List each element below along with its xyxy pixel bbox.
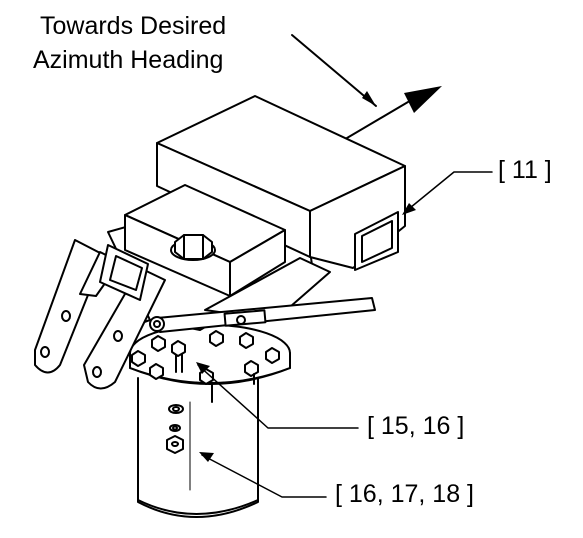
callout-part-11: [ 11 ] (498, 156, 552, 184)
actuator-rod (149, 297, 376, 333)
circular-flange (129, 324, 291, 403)
callout-parts-16-17-18: [ 16, 17, 18 ] (335, 480, 474, 508)
top-hex-bolt (170, 234, 216, 261)
heading-line-1: Towards Desired (40, 12, 227, 40)
cylinder-body (137, 377, 259, 518)
flange-bolt-heads (131, 330, 280, 385)
fastener-stack (166, 404, 184, 454)
callout-parts-15-16: [ 15, 16 ] (367, 412, 465, 440)
leader-lines (196, 171, 493, 498)
clevis-bracket (34, 239, 166, 390)
heading-line-2: Azimuth Heading (33, 46, 224, 74)
